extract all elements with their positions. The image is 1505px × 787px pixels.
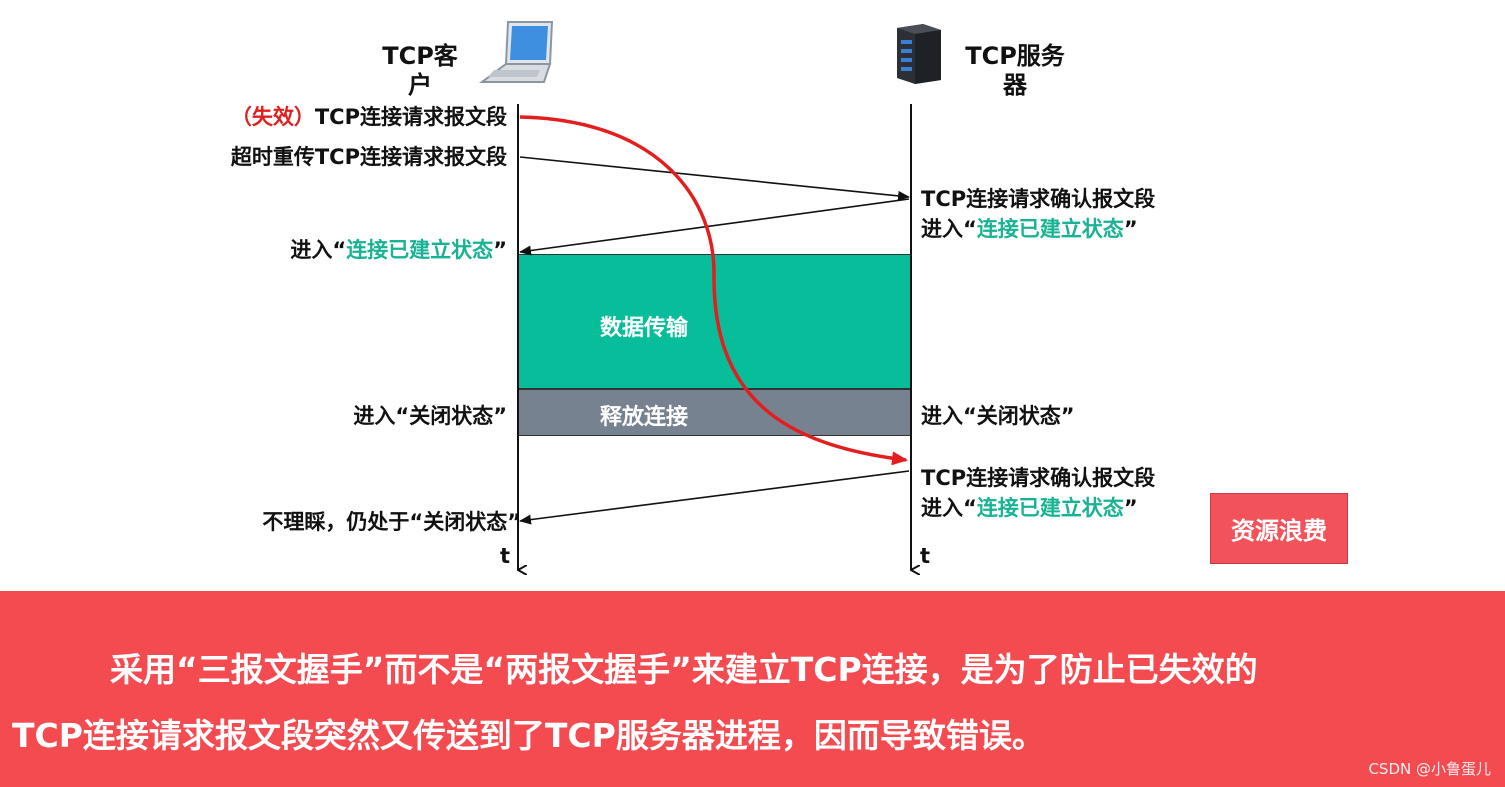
server-established-state-1: 连接已建立状态 — [976, 217, 1124, 241]
retransmit-arrow — [519, 156, 910, 201]
client-ignore-label: 不理睬，仍处于“关闭状态” — [262, 510, 521, 534]
server-title-line1: TCP服务 — [965, 42, 1065, 70]
client-enter-suffix: ” — [493, 238, 507, 262]
server-established-label-1: 进入“连接已建立状态” — [921, 217, 1138, 242]
retransmit-label: 超时重传TCP连接请求报文段 — [230, 145, 507, 169]
client-title-line2: 户 — [408, 70, 432, 99]
timeline-diagram — [517, 104, 1505, 591]
client-established-label: 进入“连接已建立状态” — [290, 238, 507, 263]
summary-line-2: TCP连接请求报文段突然又传送到了TCP服务器进程，因而导致错误。 — [12, 716, 1045, 755]
confirm-arrow-2 — [519, 470, 910, 525]
client-closed-label: 进入“关闭状态” — [353, 404, 507, 428]
data-transfer-band — [518, 254, 911, 389]
server-enter-prefix-2: 进入“ — [921, 496, 977, 520]
client-time-axis: t — [500, 544, 511, 568]
invalid-request-label: （失效）TCP连接请求报文段 — [231, 105, 507, 130]
server-title-line2: 器 — [1003, 70, 1027, 99]
summary-line-1: 采用“三报文握手”而不是“两报文握手”来建立TCP连接，是为了防止已失效的 — [110, 650, 1258, 689]
server-established-state-2: 连接已建立状态 — [976, 496, 1124, 520]
server-confirm-label-2: TCP连接请求确认报文段 — [921, 466, 1156, 490]
invalid-request-text: TCP连接请求报文段 — [314, 105, 507, 129]
server-icon — [897, 24, 941, 84]
server-enter-prefix-1: 进入“ — [921, 217, 977, 241]
client-title-line1: TCP客 — [382, 42, 458, 70]
server-time-axis: t — [920, 544, 931, 568]
summary-banner: 采用“三报文握手”而不是“两报文握手”来建立TCP连接，是为了防止已失效的 TC… — [0, 591, 1505, 787]
server-enter-suffix-2: ” — [1123, 496, 1138, 520]
server-enter-suffix-1: ” — [1123, 217, 1138, 241]
watermark: CSDN @小鲁蛋儿 — [1368, 760, 1491, 778]
release-band — [518, 389, 911, 436]
client-established-state: 连接已建立状态 — [346, 238, 494, 262]
server-confirm-label-1: TCP连接请求确认报文段 — [921, 187, 1156, 211]
invalid-tag: （失效） — [230, 105, 315, 129]
client-title: TCP客 户 — [365, 42, 475, 100]
laptop-icon — [479, 21, 554, 83]
server-closed-label: 进入“关闭状态” — [921, 404, 1075, 428]
delayed-request-arrow — [519, 115, 908, 466]
client-enter-prefix: 进入“ — [290, 238, 347, 262]
resource-waste-badge: 资源浪费 — [1210, 493, 1348, 564]
data-transfer-label: 数据传输 — [600, 316, 689, 341]
confirm-arrow — [519, 198, 910, 256]
release-label: 释放连接 — [600, 405, 689, 430]
server-established-label-2: 进入“连接已建立状态” — [921, 496, 1138, 521]
server-title: TCP服务 器 — [955, 42, 1075, 100]
